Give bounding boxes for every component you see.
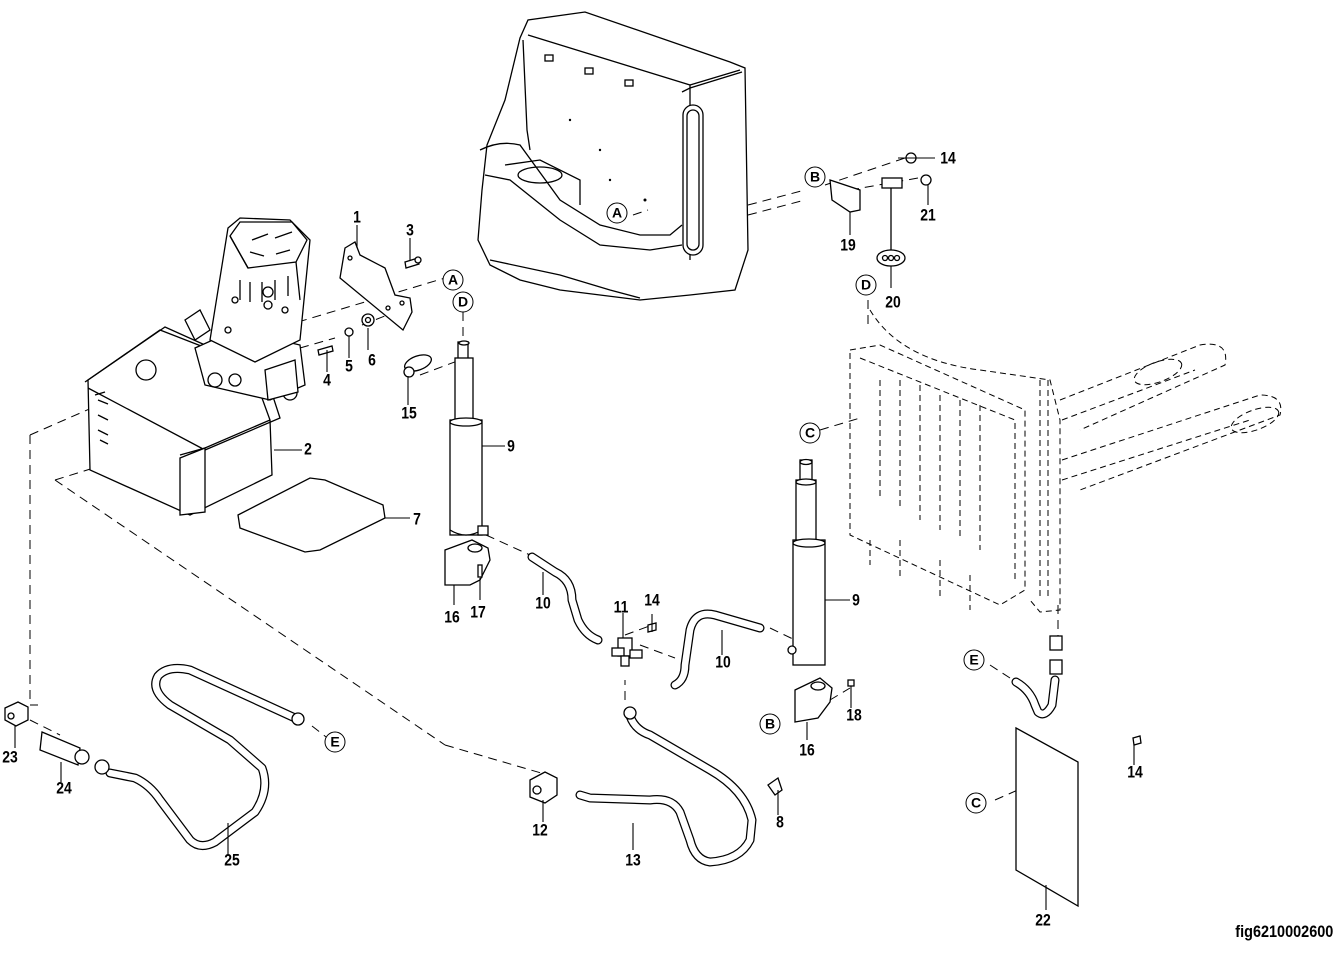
callout-6: 6 (368, 350, 376, 370)
reference-e-left: E (324, 731, 346, 753)
callout-2: 2 (304, 439, 312, 459)
bracket-part-1 (339, 241, 413, 332)
callout-9-right: 9 (852, 590, 860, 610)
callout-10-right: 10 (715, 652, 731, 672)
reference-a-housing: A (606, 202, 628, 224)
callout-20: 20 (885, 292, 901, 312)
reference-a-left: A (442, 269, 464, 291)
hose-part-25 (4, 664, 305, 850)
callout-21: 21 (920, 205, 936, 225)
callout-15: 15 (401, 403, 417, 423)
callout-1: 1 (353, 207, 361, 227)
truck-frame-phantom (849, 309, 1282, 613)
power-unit-part-2 (84, 217, 311, 516)
pin-part-15 (403, 354, 433, 378)
callout-14-top: 14 (940, 148, 956, 168)
callout-3: 3 (406, 220, 414, 240)
callout-9-left: 9 (507, 436, 515, 456)
tee-fitting-part-11 (611, 622, 657, 667)
bracket-connector-group (829, 152, 932, 267)
callout-16-right: 16 (799, 740, 815, 760)
reference-e-right: E (963, 649, 985, 671)
callout-8: 8 (776, 812, 784, 832)
reference-b-bottom: B (759, 713, 781, 735)
reference-b-top: B (804, 166, 826, 188)
callout-19: 19 (840, 235, 856, 255)
reference-c-frame: C (799, 422, 821, 444)
lift-cylinder-left (449, 340, 489, 536)
cylinder-brackets (444, 539, 855, 723)
callout-7: 7 (413, 509, 421, 529)
compartment-housing (477, 11, 749, 301)
figure-id: fig6210002600 (1234, 922, 1333, 941)
callout-25: 25 (224, 850, 240, 870)
callout-5: 5 (345, 356, 353, 376)
callout-14-bottom: 14 (1127, 762, 1143, 782)
hose-part-13 (529, 706, 783, 867)
cover-plate-group (1011, 635, 1142, 908)
callout-13: 13 (625, 850, 641, 870)
callout-16-left: 16 (444, 607, 460, 627)
reference-d-right: D (855, 274, 877, 296)
callout-14-middle: 14 (644, 590, 660, 610)
callout-10-left: 10 (535, 593, 551, 613)
callout-18: 18 (846, 705, 862, 725)
leader-lines (14, 157, 1135, 910)
callout-4: 4 (323, 370, 331, 390)
callout-23: 23 (2, 747, 18, 767)
callout-11: 11 (613, 597, 629, 617)
hoses-part-10 (527, 552, 765, 690)
lift-cylinder-right (787, 458, 826, 666)
callout-17: 17 (470, 602, 486, 622)
callout-24: 24 (56, 778, 72, 798)
reference-c-plate: C (965, 792, 987, 814)
pad-part-7 (237, 477, 386, 553)
callout-22: 22 (1035, 910, 1051, 930)
callout-12: 12 (532, 820, 548, 840)
reference-d-left: D (452, 291, 474, 313)
